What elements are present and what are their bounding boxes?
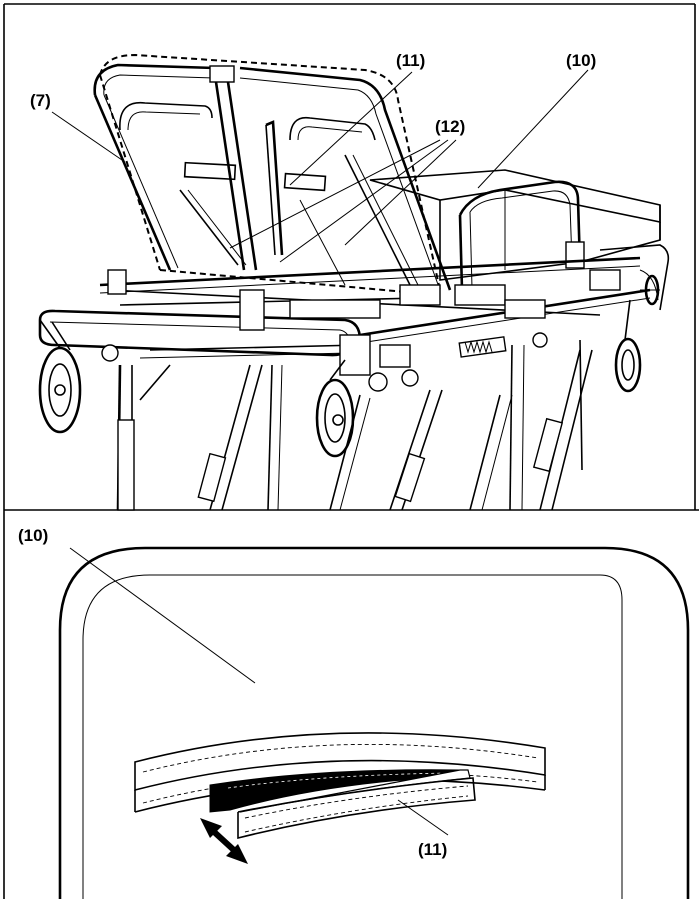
label-pocket-bottom: (11) <box>418 840 447 859</box>
bottom-labels: (10) (11) <box>18 526 447 859</box>
label-pocket-top: (11) <box>396 51 425 70</box>
legs <box>116 339 593 511</box>
label-mattress-bottom: (10) <box>18 526 48 545</box>
stretcher-illustration <box>38 53 670 511</box>
chassis <box>38 244 670 392</box>
leader-pocket-bottom <box>397 799 449 836</box>
label-pocket <box>134 732 546 840</box>
leader-mattress-bottom <box>69 547 256 684</box>
double-arrow-icon <box>200 818 248 864</box>
leader-lines-top <box>51 69 589 263</box>
label-mattress-top: (10) <box>566 51 596 70</box>
wheels <box>38 274 660 458</box>
label-backrest: (7) <box>30 91 51 110</box>
backrest <box>93 53 452 296</box>
top-labels: (7) (11) (10) (12) <box>30 51 596 136</box>
figure-frames <box>3 3 699 899</box>
mattress-top-view <box>58 546 690 899</box>
label-straps: (12) <box>435 117 465 136</box>
